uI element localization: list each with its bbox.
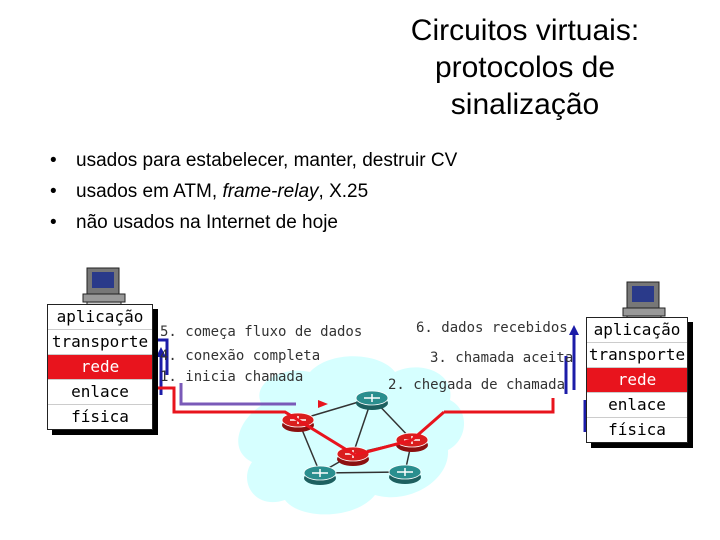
layer-transport: transporte: [587, 343, 687, 368]
title-line-3: sinalização: [450, 88, 600, 121]
arrowhead: [318, 400, 328, 408]
right-signal-paths: [444, 330, 587, 432]
layer-link: enlace: [48, 380, 152, 405]
router-icon: [303, 465, 337, 485]
computer-icon-left: [82, 267, 126, 307]
layer-application: aplicação: [48, 305, 152, 330]
layer-application: aplicação: [587, 318, 687, 343]
layer-transport: transporte: [48, 330, 152, 355]
slide-title: Circuitos virtuais: protocolos de sinali…: [350, 12, 700, 123]
bullet-item: •usados para estabelecer, manter, destru…: [50, 150, 458, 171]
step-label-3: 3. chamada aceita: [430, 350, 574, 366]
step-label-2: 2. chegada de chamada: [388, 377, 566, 393]
left-signal-paths: [153, 338, 445, 457]
title-line-2: protocolos de: [434, 51, 616, 84]
left-protocol-stack: aplicação transporte rede enlace física: [47, 304, 153, 430]
router-icon: [388, 464, 422, 484]
step-label-4: 4. conexão completa: [160, 348, 321, 364]
bullet-list: •usados para estabelecer, manter, destru…: [50, 150, 457, 243]
arrowhead: [156, 347, 166, 357]
router-icon: [355, 390, 389, 410]
step-label-6: 6. dados recebidos: [416, 320, 568, 336]
router-icon: [336, 446, 370, 466]
bullet-item: •usados em ATM, frame-relay, X.25: [50, 181, 369, 202]
layer-network: rede: [48, 355, 152, 380]
computer-icon-right: [622, 281, 666, 321]
bullet-item: •não usados na Internet de hoje: [50, 212, 338, 233]
layer-physical: física: [71, 407, 129, 426]
layer-network: rede: [587, 368, 687, 393]
title-line-1: Circuitos virtuais:: [410, 14, 640, 47]
router-icon: [281, 412, 315, 432]
layer-link: enlace: [587, 393, 687, 418]
arrowhead: [569, 325, 579, 335]
step-label-5: 5. começa fluxo de dados: [160, 324, 363, 340]
step-label-1: 1. inicia chamada: [160, 369, 304, 385]
right-protocol-stack: aplicação transporte rede enlace física: [586, 317, 688, 443]
layer-physical: física: [608, 420, 666, 439]
